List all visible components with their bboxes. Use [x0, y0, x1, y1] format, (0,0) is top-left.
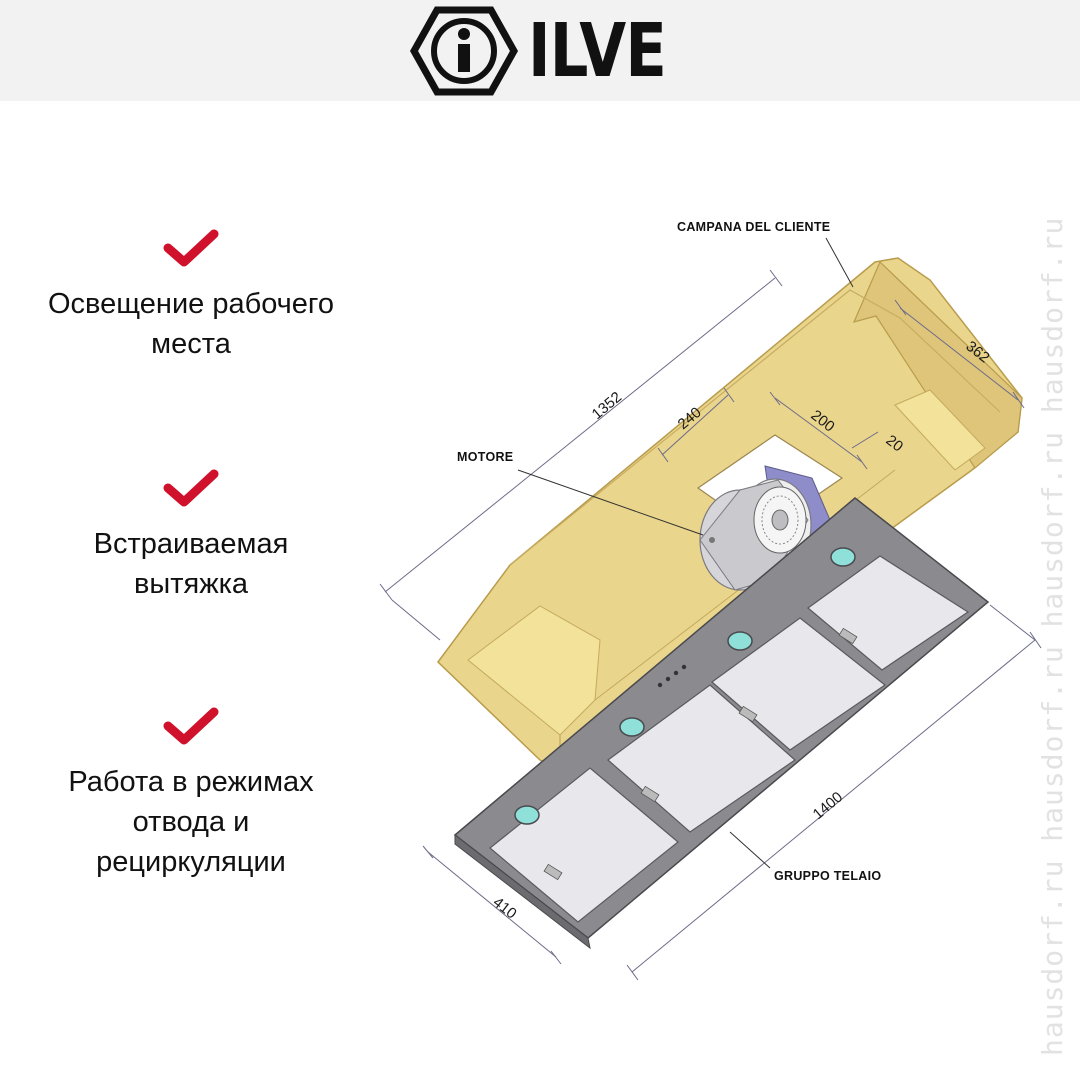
dim-length-top: 1352: [589, 389, 625, 423]
frame-group: [453, 497, 990, 950]
dim-length-frame: 1400: [810, 789, 846, 823]
label-motor: MOTORE: [457, 450, 513, 464]
feature-modes: Работа в режимах отвода и рециркуляции: [40, 706, 342, 882]
feature-text: Работа в режимах отвода и рециркуляции: [68, 766, 314, 878]
ilve-logo: ILVE: [409, 6, 680, 96]
led-light-icon: [514, 805, 540, 825]
watermark-text: hausdorf.ru hausdorf.ru hausdorf.ru haus…: [1036, 216, 1069, 1056]
checkmark-icon: [163, 469, 219, 507]
header-bar: ILVE: [0, 0, 1080, 101]
dim-margin: 20: [883, 432, 907, 456]
filter-panel: [807, 555, 970, 671]
led-light-icon: [619, 717, 645, 737]
led-light-icon: [830, 547, 856, 567]
label-frame: GRUPPO TELAIO: [774, 869, 881, 883]
brand-name: ILVE: [528, 8, 667, 94]
checkmark-icon: [163, 229, 219, 267]
feature-text: Встраиваемая вытяжка: [93, 528, 289, 600]
led-light-icon: [727, 631, 753, 651]
filter-panel: [489, 767, 679, 923]
feature-built-in: Встраиваемая вытяжка: [40, 468, 342, 604]
label-hood: CAMPANA DEL CLIENTE: [677, 220, 830, 234]
feature-text: Освещение рабочего места: [48, 288, 334, 360]
dim-depth-frame: 410: [490, 894, 520, 923]
dimension-lines: [379, 269, 1042, 981]
motor-unit: [699, 465, 831, 591]
hood-diagram: 1352 362 240 200 20 1400 410 CAMPANA DEL…: [379, 220, 1042, 981]
feature-lighting: Освещение рабочего места: [40, 228, 342, 364]
checkmark-icon: [163, 707, 219, 745]
ilve-hexagon-icon: [409, 6, 519, 96]
callout-leaders: [517, 237, 854, 869]
